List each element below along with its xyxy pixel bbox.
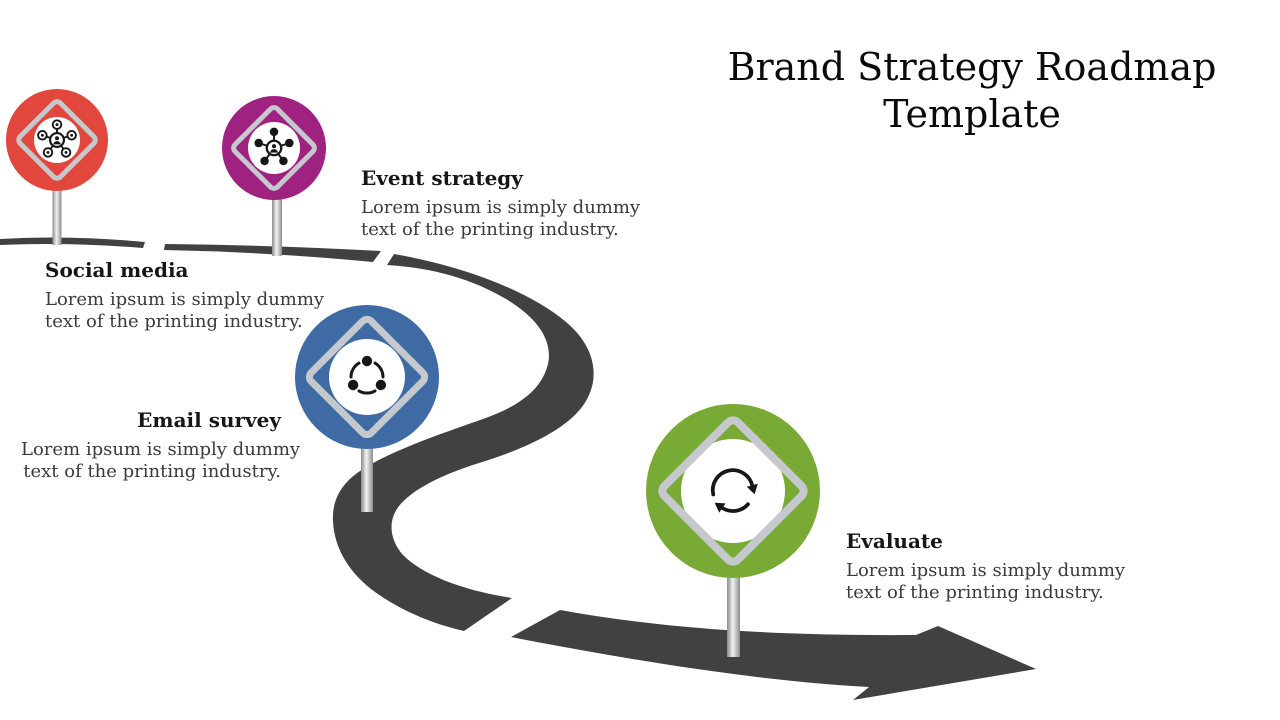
sign-inner-disc xyxy=(681,439,785,543)
share-nodes-icon xyxy=(347,355,387,395)
hub-network-icon xyxy=(254,127,294,166)
milestone-body-line: text of the printing industry. xyxy=(23,461,281,482)
sign-email-survey xyxy=(295,305,439,449)
milestone-heading: Email survey xyxy=(137,408,281,432)
signpost-social-media xyxy=(52,188,62,245)
milestone-email-survey: Email survey Lorem ipsum is simply dummy… xyxy=(21,408,301,483)
sign-diamond-frame xyxy=(231,105,317,191)
milestone-heading: Evaluate xyxy=(846,529,943,553)
milestone-heading: Social media xyxy=(45,258,189,282)
road-segment-far xyxy=(0,237,145,248)
sign-social-media xyxy=(6,89,108,191)
signpost-email-survey xyxy=(361,444,373,512)
people-network-icon xyxy=(37,119,77,158)
sign-evaluate xyxy=(646,404,820,578)
road-segment-s-curve xyxy=(332,254,594,631)
sign-diamond-frame xyxy=(16,99,98,181)
milestone-body-line: text of the printing industry. xyxy=(45,311,303,332)
milestone-body-line: Lorem ipsum is simply dummy xyxy=(45,289,325,310)
slide-title: Brand Strategy Roadmap Template xyxy=(727,45,1217,136)
milestone-evaluate: Evaluate Lorem ipsum is simply dummy tex… xyxy=(846,529,1125,604)
milestone-body-line: text of the printing industry. xyxy=(361,219,619,240)
sign-event-strategy xyxy=(222,96,326,200)
winding-road xyxy=(0,237,1036,700)
refresh-cycle-icon xyxy=(710,468,758,513)
sign-diamond-frame xyxy=(658,416,808,566)
milestone-social-media: Social media Lorem ipsum is simply dummy… xyxy=(45,258,324,333)
milestone-body-line: Lorem ipsum is simply dummy xyxy=(846,560,1126,581)
milestone-event-strategy: Event strategy Lorem ipsum is simply dum… xyxy=(361,166,640,241)
milestone-body-line: Lorem ipsum is simply dummy xyxy=(21,439,301,460)
milestone-heading: Event strategy xyxy=(361,166,523,190)
milestone-body-line: text of the printing industry. xyxy=(846,582,1104,603)
road-arrow xyxy=(511,610,1036,700)
sign-diamond-frame xyxy=(305,315,429,439)
milestone-body-line: Lorem ipsum is simply dummy xyxy=(361,197,641,218)
signpost-event-strategy xyxy=(272,194,282,256)
sign-inner-disc xyxy=(329,339,405,415)
signpost-evaluate xyxy=(727,572,740,657)
